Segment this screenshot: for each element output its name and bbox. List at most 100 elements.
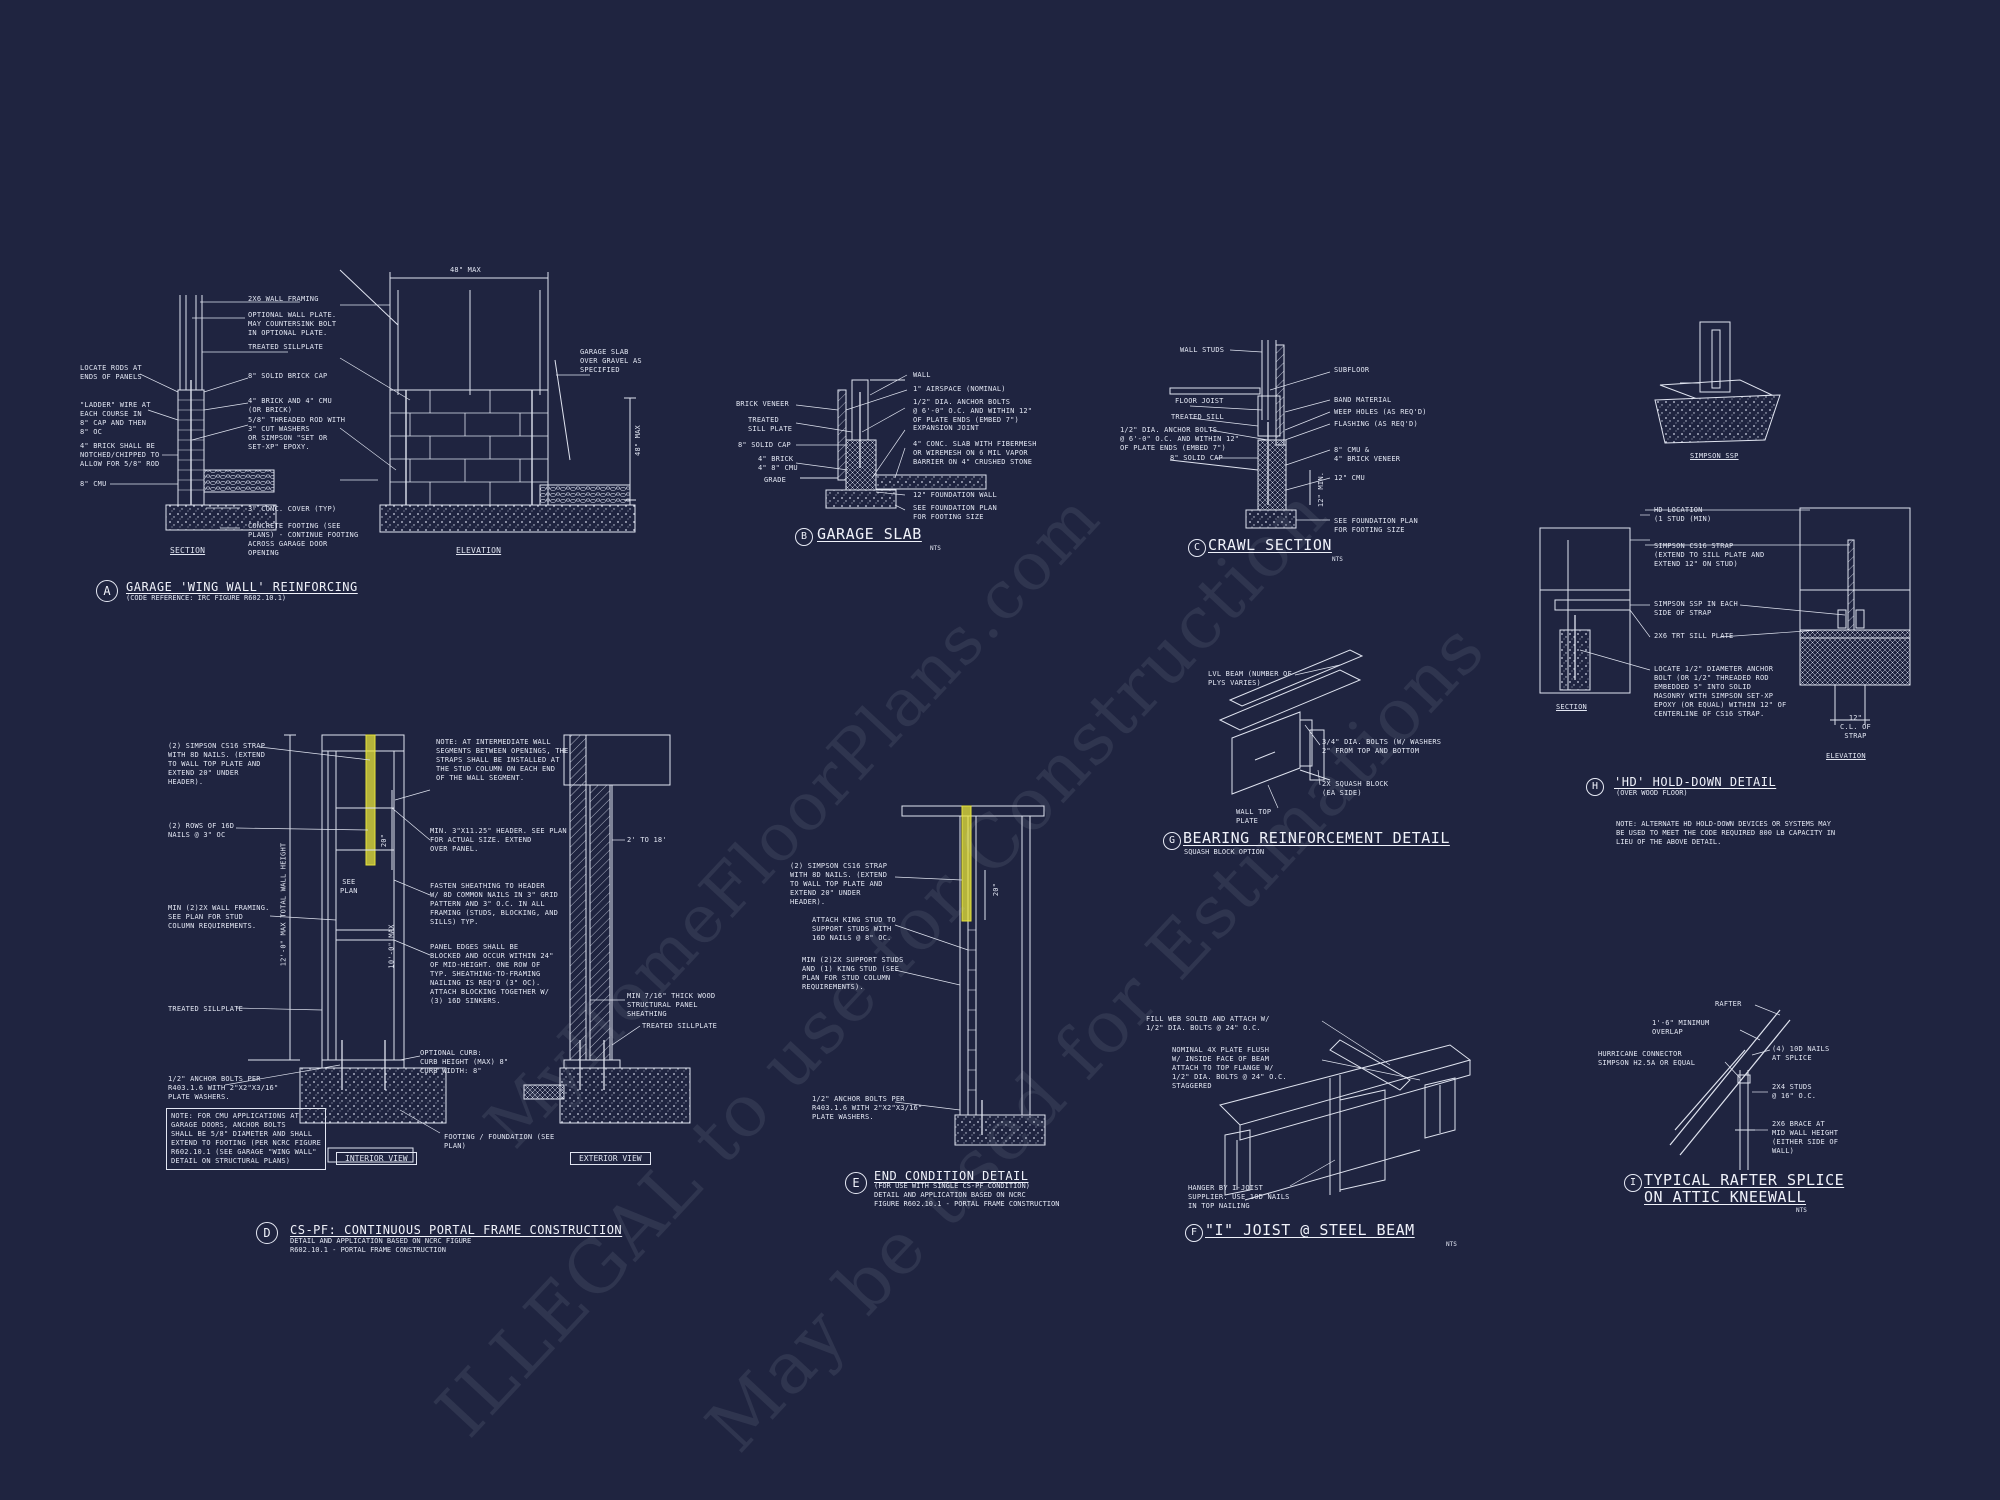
- detail-i-nts: NTS: [1796, 1207, 1807, 1214]
- detail-b-note-10: 4" BRICK 4" 8" CMU: [758, 455, 798, 472]
- detail-c-drawing: [1169, 340, 1311, 529]
- detail-c-note-7: WEEP HOLES (AS REQ'D): [1334, 408, 1427, 416]
- detail-b-note-7: BRICK VENEER: [736, 400, 789, 408]
- detail-i-note-1: 1'-6" MINIMUM OVERLAP: [1652, 1019, 1710, 1036]
- detail-b-note-4: 4" CONC. SLAB WITH FIBERMESH OR WIREMESH…: [913, 440, 1037, 466]
- detail-d-note-2: MIN (2)2X WALL FRAMING. SEE PLAN FOR STU…: [168, 904, 270, 930]
- detail-h-title: 'HD' HOLD-DOWN DETAIL: [1614, 775, 1777, 789]
- detail-c-note-4: 1/2" DIA. ANCHOR BOLTS @ 6'-0" O.C. AND …: [1120, 426, 1240, 452]
- detail-e-marker: E: [845, 1172, 867, 1194]
- detail-h-note: NOTE: ALTERNATE HD HOLD-DOWN DEVICES OR …: [1616, 820, 1836, 846]
- detail-d-note-18: NOTE: FOR CMU APPLICATIONS AT GARAGE DOO…: [166, 1108, 327, 1170]
- detail-i-note-4: 2x4 STUDS @ 16" O.C.: [1772, 1083, 1817, 1100]
- detail-c-nts: NTS: [1332, 556, 1343, 563]
- detail-a-view-section: SECTION: [170, 546, 206, 555]
- detail-d-title: CS-PF: CONTINUOUS PORTAL FRAME CONSTRUCT…: [290, 1223, 623, 1237]
- detail-d-marker: D: [256, 1222, 278, 1244]
- detail-d-note-4: 1/2" ANCHOR BOLTS PER R403.1.6 WITH 2"x2…: [168, 1075, 279, 1101]
- detail-g-note-2: 2x SQUASH BLOCK (EA SIDE): [1322, 780, 1389, 797]
- detail-c-note-9: 8" CMU & 4" BRICK VENEER: [1334, 446, 1401, 463]
- detail-a-view-elevation: ELEVATION: [456, 546, 502, 555]
- detail-h-marker: H: [1586, 778, 1604, 796]
- detail-g-note-1: 3/4" DIA. BOLTS (W/ WASHERS 2" FROM TOP …: [1322, 738, 1442, 755]
- detail-b-note-3: EXPANSION JOINT: [913, 424, 980, 432]
- detail-a-section-drawing: [165, 295, 277, 531]
- detail-c-note-6: BAND MATERIAL: [1334, 396, 1392, 404]
- detail-b-note-5: 12" FOUNDATION WALL: [913, 491, 997, 499]
- detail-g-title: BEARING REINFORCEMENT DETAIL: [1183, 829, 1450, 847]
- detail-d-note-5: NOTE: AT INTERMEDIATE WALL SEGMENTS BETW…: [436, 738, 569, 782]
- detail-h-elevation: ELEVATION: [1826, 752, 1866, 760]
- detail-h-note-0: HD LOCATION (1 STUD (MIN): [1654, 506, 1712, 523]
- detail-h-note-2: SIMPSON SSP IN EACH SIDE OF STRAP: [1654, 600, 1738, 617]
- detail-b-nts: NTS: [930, 545, 941, 552]
- detail-f-drawing: [1219, 1039, 1472, 1201]
- detail-c-note-5: 8" SOLID CAP: [1170, 454, 1223, 462]
- detail-h-note-1: SIMPSON CS16 STRAP (EXTEND TO SILL PLATE…: [1654, 542, 1765, 568]
- detail-a-dim-side: 48" MAX: [633, 425, 642, 456]
- detail-i-marker: I: [1624, 1174, 1642, 1192]
- detail-b-note-0: WALL: [913, 371, 931, 379]
- detail-d-note-8: PANEL EDGES SHALL BE BLOCKED AND OCCUR W…: [430, 943, 554, 1005]
- detail-c-note-10: 12" CMU: [1334, 474, 1365, 482]
- detail-i-drawing: [1669, 1009, 1791, 1170]
- detail-i-title-line-2: ON ATTIC KNEEWALL: [1644, 1188, 1807, 1206]
- detail-g-marker: G: [1163, 832, 1181, 850]
- detail-d-exterior-view-label: EXTERIOR VIEW: [570, 1152, 651, 1165]
- detail-b-note-9: 8" SOLID CAP: [738, 441, 791, 449]
- detail-c-note-1: SUBFLOOR: [1334, 366, 1370, 374]
- leader-lines: [110, 301, 1850, 1187]
- detail-i-title: TYPICAL RAFTER SPLICE: [1644, 1171, 1845, 1189]
- detail-d-note-14: SEE PLAN: [340, 878, 358, 895]
- detail-d-note-3: TREATED SILLPLATE: [168, 1005, 244, 1013]
- detail-h-section: SECTION: [1556, 703, 1587, 711]
- detail-b-drawing: [800, 379, 987, 509]
- detail-e-note-1: ATTACH KING STUD TO SUPPORT STUDS WITH 1…: [812, 916, 896, 942]
- detail-b-note-11: GRADE: [764, 476, 787, 484]
- detail-h-note-4: LOCATE 1/2" DIAMETER ANCHOR BOLT (OR 1/2…: [1654, 665, 1787, 718]
- detail-h-iso-drawing: [1654, 321, 1781, 444]
- detail-i-note-3: (4) 10d NAILS AT SPLICE: [1772, 1045, 1830, 1062]
- detail-a-marker: A: [96, 580, 118, 602]
- detail-a-note-0: 2x6 WALL FRAMING: [248, 295, 319, 303]
- detail-b-note-1: 1" AIRSPACE (NOMINAL): [913, 385, 1006, 393]
- detail-b-note-6: SEE FOUNDATION PLAN FOR FOOTING SIZE: [913, 504, 997, 521]
- detail-d-note-10: FOOTING / FOUNDATION (SEE PLAN): [444, 1133, 555, 1150]
- detail-e-subtitle: (FOR USE WITH SINGLE CS-PF CONDITION) DE…: [874, 1182, 1060, 1208]
- detail-a-note-7: CONCRETE FOOTING (SEE PLANS) - CONTINUE …: [248, 522, 359, 557]
- detail-f-marker: F: [1185, 1224, 1203, 1242]
- detail-c-note-12: 12" MIN.: [1317, 471, 1326, 508]
- detail-g-subtitle: SQUASH BLOCK OPTION: [1184, 848, 1265, 856]
- detail-g-note-0: LVL BEAM (NUMBER OF PLYS VARIES): [1208, 670, 1292, 687]
- detail-c-note-3: TREATED SILL: [1171, 413, 1224, 421]
- detail-c-note-0: WALL STUDS: [1180, 346, 1225, 354]
- detail-a-note-3: 8" SOLID BRICK CAP: [248, 372, 328, 380]
- detail-h-top-caption: SIMPSON SSP: [1690, 452, 1739, 460]
- detail-d-note-6: MIN. 3"x11.25" HEADER. SEE PLAN FOR ACTU…: [430, 827, 567, 853]
- detail-d-subtitle: DETAIL AND APPLICATION BASED ON NCRC FIG…: [290, 1237, 472, 1254]
- detail-c-note-2: FLOOR JOIST: [1175, 397, 1224, 405]
- detail-f-nts: NTS: [1446, 1241, 1457, 1248]
- detail-b-note-2: 1/2" DIA. ANCHOR BOLTS @ 6'-0" O.C. AND …: [913, 398, 1033, 424]
- detail-h-note-5: 12" C.L. OF STRAP: [1840, 714, 1871, 740]
- detail-a-note-12: GARAGE SLAB OVER GRAVEL AS SPECIFIED: [580, 348, 642, 374]
- detail-a-dim-top: 48" MAX: [450, 266, 481, 274]
- detail-h-main-drawing: [1539, 507, 1911, 725]
- detail-e-drawing: [901, 805, 1046, 1146]
- detail-g-drawing: [1218, 649, 1364, 795]
- detail-c-note-8: FLASHING (AS REQ'D): [1334, 420, 1418, 428]
- detail-h-subtitle: (OVER WOOD FLOOR): [1616, 789, 1688, 797]
- detail-g-note-3: WALL TOP PLATE: [1236, 808, 1272, 825]
- detail-f-note-1: NOMINAL 4x PLATE FLUSH W/ INSIDE FACE OF…: [1172, 1046, 1287, 1090]
- detail-d-note-7: FASTEN SHEATHING TO HEADER W/ 8d COMMON …: [430, 882, 559, 926]
- detail-d-note-0: (2) SIMPSON CS16 STRAP WITH 8d NAILS. (E…: [168, 742, 266, 786]
- detail-f-title: "I" JOIST @ STEEL BEAM: [1205, 1221, 1415, 1239]
- detail-a-note-9: "LADDER" WIRE AT EACH COURSE IN 8" CAP A…: [80, 401, 151, 436]
- detail-d-note-9: OPTIONAL CURB: CURB HEIGHT (MAX) 8" CURB…: [420, 1049, 509, 1075]
- detail-i-note-0: RAFTER: [1715, 1000, 1742, 1008]
- detail-a-note-8: LOCATE RODS AT ENDS OF PANELS: [80, 364, 142, 381]
- detail-a-note-1: OPTIONAL WALL PLATE. MAY COUNTERSINK BOL…: [248, 311, 337, 337]
- detail-a-note-4: 4" BRICK AND 4" CMU (OR BRICK): [248, 397, 332, 414]
